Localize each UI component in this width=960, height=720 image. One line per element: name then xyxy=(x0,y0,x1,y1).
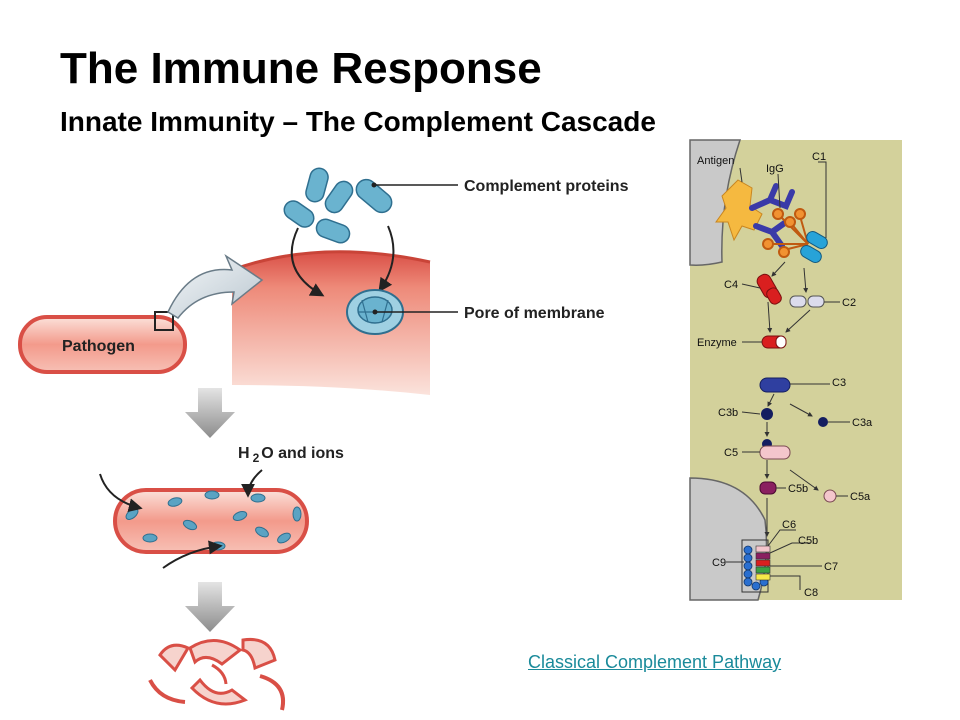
c8-label: C8 xyxy=(804,587,818,599)
igg-label: IgG xyxy=(766,163,784,175)
influx-arrow-3 xyxy=(162,540,223,569)
c5-label: C5 xyxy=(724,447,738,459)
c1-complex xyxy=(762,208,809,258)
c1-label: C1 xyxy=(812,151,826,163)
down-arrow-2 xyxy=(185,582,235,632)
c5b-label: C5b xyxy=(788,483,808,495)
complement-protein-group xyxy=(283,167,393,244)
c3-label: C3 xyxy=(832,377,846,389)
complement-protein xyxy=(305,167,329,203)
membrane-pore xyxy=(346,289,404,335)
c4-protein-2 xyxy=(766,287,782,305)
c5b-protein xyxy=(759,481,777,495)
lysed-pathogen-fragments xyxy=(148,637,285,711)
c3b-protein xyxy=(761,408,773,420)
c1-protein xyxy=(806,231,828,249)
c9-label: C9 xyxy=(712,557,726,569)
pathogen-label: Pathogen xyxy=(62,338,135,355)
classical-pathway-diagram: Antigen IgG C1 C4 C2 Enzyme C3 C3b C3a C… xyxy=(689,139,902,601)
influx-arrow-1 xyxy=(99,473,143,513)
c2-protein xyxy=(789,295,807,308)
antigen-label: Antigen xyxy=(697,155,734,167)
c5a-protein xyxy=(823,489,837,503)
complement-proteins-label: Complement proteins xyxy=(464,178,629,195)
complement-protein xyxy=(324,180,354,214)
c3a-protein xyxy=(818,417,828,427)
c5a-label: C5a xyxy=(850,491,871,503)
page-subtitle: Innate Immunity – The Complement Cascade xyxy=(60,106,656,137)
down-arrow-1 xyxy=(185,388,235,438)
complement-protein xyxy=(355,178,393,214)
c7-label: C7 xyxy=(824,561,838,573)
enzyme-label: Enzyme xyxy=(697,337,737,349)
page-title: The Immune Response xyxy=(60,44,542,93)
c6-label: C6 xyxy=(782,519,796,531)
complement-protein xyxy=(283,200,315,228)
pore-label: Pore of membrane xyxy=(464,305,605,322)
target-cell-top xyxy=(689,139,742,266)
pathogen-cell xyxy=(18,315,187,374)
c5b-mac-label: C5b xyxy=(798,535,818,547)
igg-shape xyxy=(749,183,795,249)
c2-protein-2 xyxy=(807,295,825,308)
membrane-attack-complex xyxy=(741,539,771,593)
c4-label: C4 xyxy=(724,279,738,291)
protein-arrow-right xyxy=(378,225,395,293)
antigen-shape xyxy=(715,179,763,242)
zoom-arrow xyxy=(167,253,264,319)
protein-arrow-left xyxy=(290,227,325,297)
influx-arrow-2 xyxy=(241,469,263,498)
zoom-box xyxy=(154,311,174,331)
c3a-label: C3a xyxy=(852,417,873,429)
c3-protein xyxy=(759,377,791,393)
classical-complement-pathway-link[interactable]: Classical Complement Pathway xyxy=(528,652,782,672)
c5-protein xyxy=(759,445,791,460)
c1-protein-2 xyxy=(800,245,822,263)
complement-protein xyxy=(315,218,351,244)
membrane-edge xyxy=(231,250,431,272)
c3b-label: C3b xyxy=(718,407,738,419)
c2-label: C2 xyxy=(842,297,856,309)
